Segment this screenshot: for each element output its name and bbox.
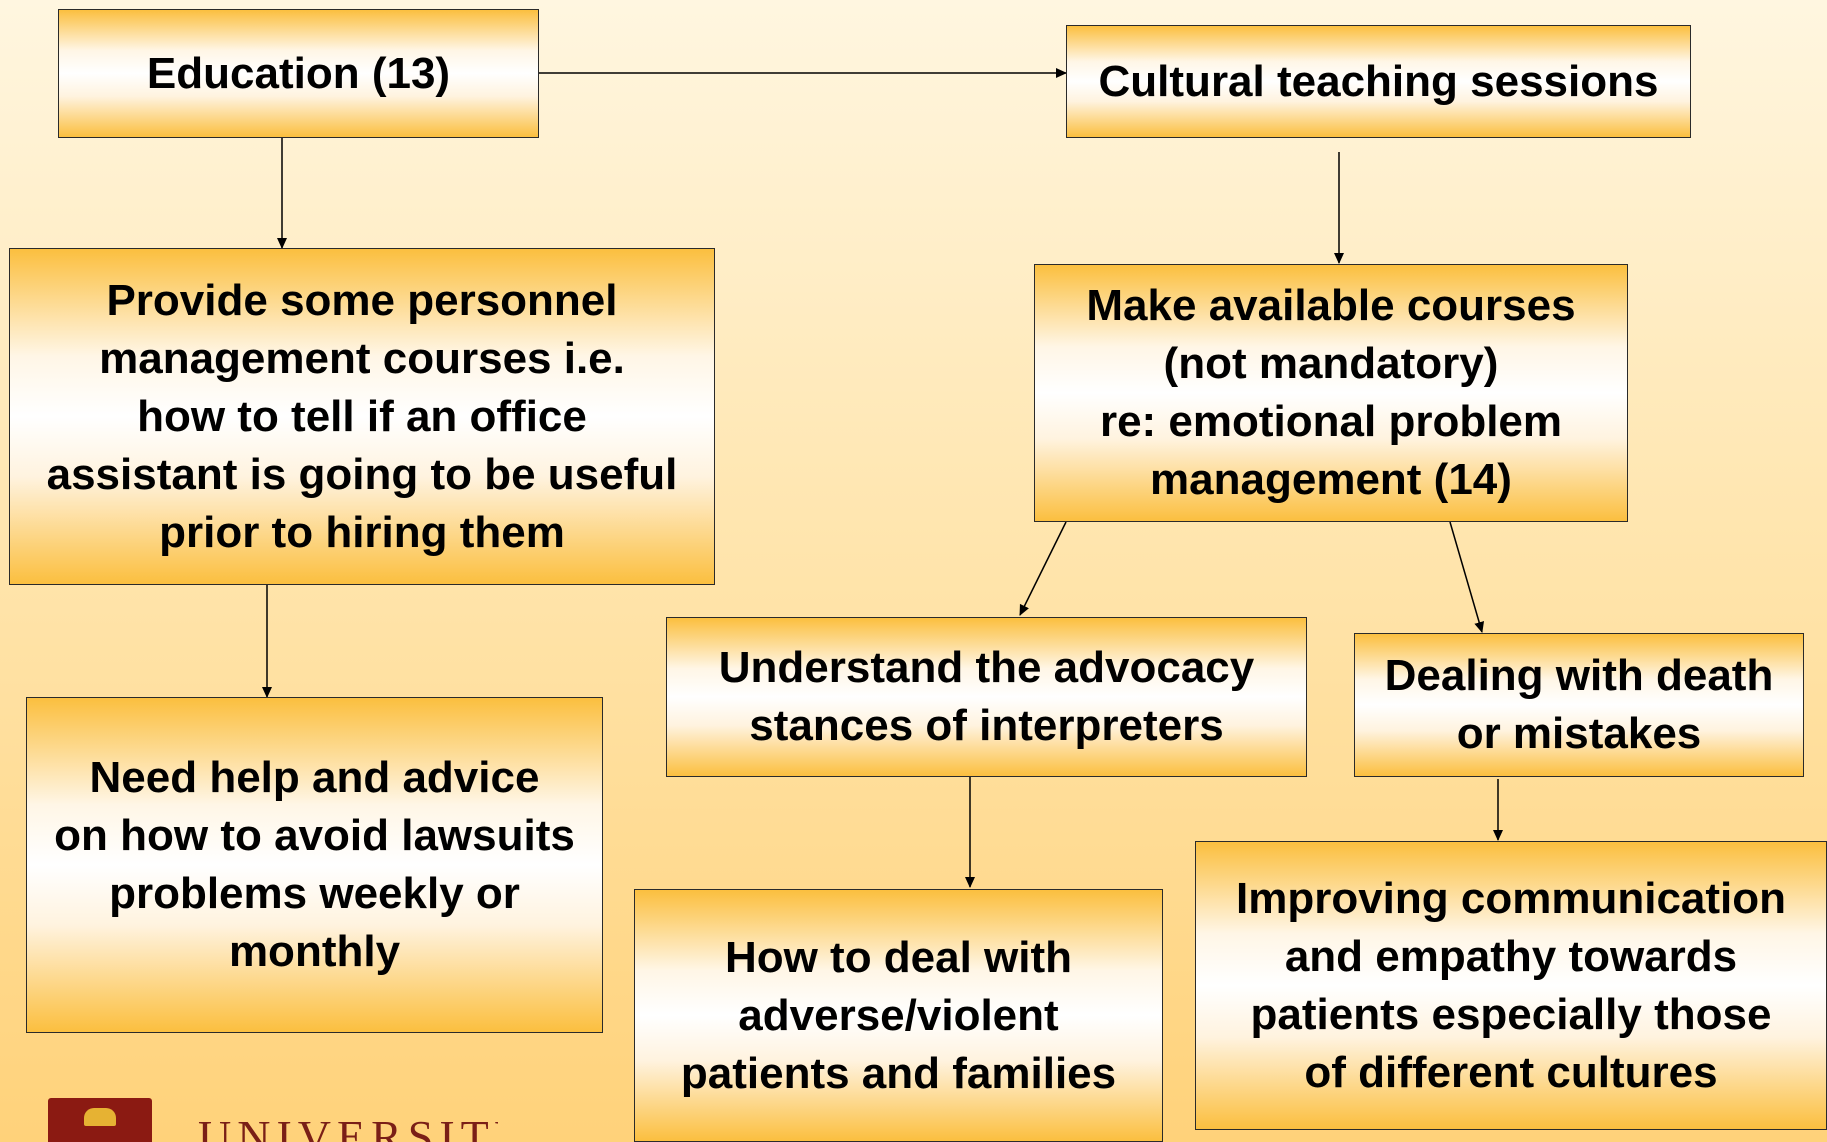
cultural-teaching-label: Cultural teaching sessions xyxy=(1098,56,1659,106)
university-wordmark: UNIVERSITY xyxy=(198,1111,498,1142)
lawsuits-box: Need help and advice on how to avoid law… xyxy=(26,697,603,1033)
arrow-courses-to-advocacy xyxy=(1019,521,1067,616)
cultural-teaching-box: Cultural teaching sessions xyxy=(1066,25,1691,138)
adverse-patients-box: How to deal with adverse/violent patient… xyxy=(634,889,1163,1142)
university-logo: UNIVERSITY xyxy=(48,1098,498,1142)
arrow-courses-to-death xyxy=(1449,521,1485,633)
communication-box: Improving communication and empathy towa… xyxy=(1195,841,1827,1130)
available-courses-label: Make available courses (not mandatory) r… xyxy=(1086,281,1576,504)
education-label: Education (13) xyxy=(146,48,451,98)
lawsuits-label: Need help and advice on how to avoid law… xyxy=(54,753,575,976)
university-seal-icon xyxy=(48,1098,152,1142)
education-box: Education (13) xyxy=(58,9,539,138)
advocacy-box: Understand the advocacy stances of inter… xyxy=(666,617,1307,777)
adverse-patients-label: How to deal with adverse/violent patient… xyxy=(680,932,1117,1098)
death-mistakes-label: Dealing with death or mistakes xyxy=(1384,651,1774,758)
available-courses-box: Make available courses (not mandatory) r… xyxy=(1034,264,1628,522)
advocacy-label: Understand the advocacy stances of inter… xyxy=(718,643,1255,750)
personnel-courses-label: Provide some personnel management course… xyxy=(46,275,678,557)
personnel-courses-box: Provide some personnel management course… xyxy=(9,248,715,585)
communication-label: Improving communication and empathy towa… xyxy=(1235,873,1787,1097)
death-mistakes-box: Dealing with death or mistakes xyxy=(1354,633,1804,777)
